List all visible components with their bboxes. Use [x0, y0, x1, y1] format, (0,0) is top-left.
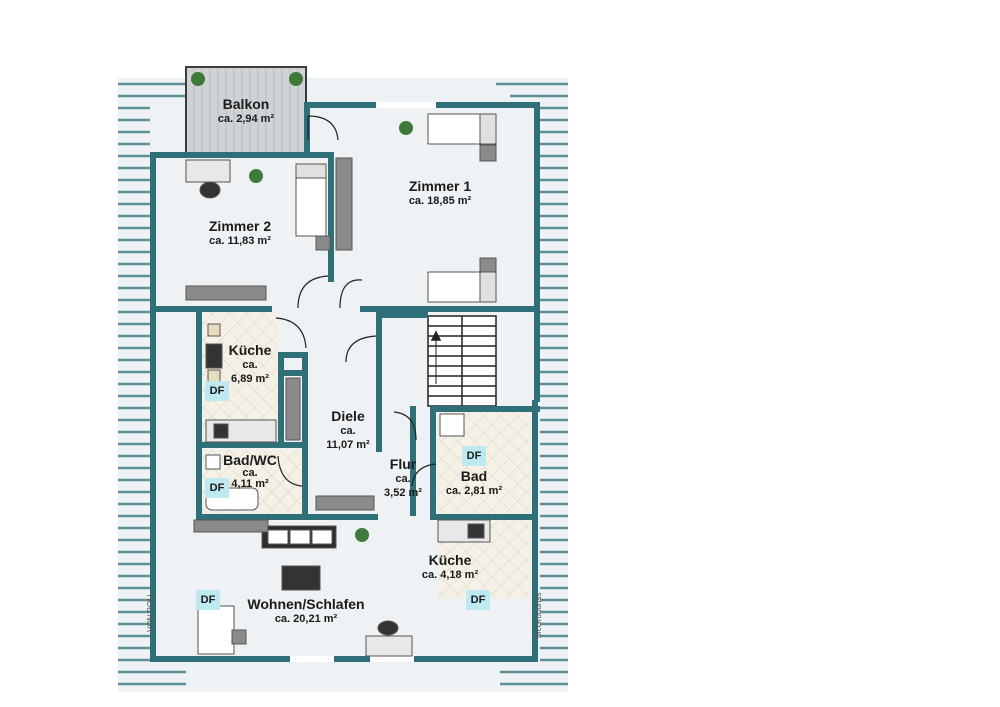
roof-window-marker: DF [462, 446, 486, 466]
balcony-floor [186, 67, 306, 153]
room-area: ca. 20,21 m² [274, 613, 338, 625]
room-area-value: 11,07 m² [326, 439, 370, 451]
room-label-balkon: Balkon ca. 2,94 m² [196, 96, 296, 126]
room-area: ca. 18,85 m² [408, 195, 472, 207]
room-area: ca. 4,18 m² [421, 569, 479, 581]
room-name: Bad [460, 468, 488, 484]
room-label-diele: Diele ca. 11,07 m² [312, 408, 384, 452]
room-name: Zimmer 2 [208, 218, 272, 234]
room-name: Flur [389, 456, 417, 472]
roof-window-marker: DF [205, 381, 229, 401]
room-area-value: 6,89 m² [231, 373, 269, 385]
roof-window-marker: DF [196, 590, 220, 610]
room-area-prefix: ca. [340, 425, 356, 437]
room-label-bad: Bad ca. 2,81 m² [434, 468, 514, 498]
room-name: Bad/WC [223, 452, 277, 468]
room-name: Zimmer 1 [408, 178, 472, 194]
doors [275, 115, 437, 487]
room-label-zimmer2: Zimmer 2 ca. 11,83 m² [180, 218, 300, 248]
room-label-kueche2: Küche ca. 4,18 m² [410, 552, 490, 582]
room-name: Diele [331, 408, 365, 424]
room-area-value: 3,52 m² [384, 487, 422, 499]
room-area: ca. 2,94 m² [217, 113, 275, 125]
room-label-flur: Flur ca. 3,52 m² [374, 456, 432, 500]
room-area-value: 4,11 m² [231, 478, 269, 490]
staircase [427, 315, 497, 407]
room-name: Balkon [222, 96, 270, 112]
room-label-wohnen: Wohnen/Schlafen ca. 20,21 m² [236, 596, 376, 626]
walls [150, 102, 540, 662]
brand-mark-left: VON POLL [146, 591, 155, 632]
room-name: Wohnen/Schlafen [247, 596, 365, 612]
roof-window-marker: DF [466, 590, 490, 610]
roof-window-marker: DF [205, 478, 229, 498]
room-area-prefix: ca. [242, 467, 258, 479]
room-label-badwc: Bad/WC ca. 4,11 m² [216, 452, 284, 490]
room-area: ca. 11,83 m² [209, 235, 271, 247]
room-area: ca. 2,81 m² [445, 485, 503, 497]
room-area-prefix: ca. [395, 473, 411, 485]
room-name: Küche [428, 552, 472, 568]
room-name: Küche [228, 342, 272, 358]
room-label-kueche1: Küche ca. 6,89 m² [220, 342, 280, 386]
room-label-zimmer1: Zimmer 1 ca. 18,85 m² [380, 178, 500, 208]
roof-stripes-top [150, 82, 540, 686]
plants [191, 72, 413, 542]
room-area-prefix: ca. [242, 359, 258, 371]
roof-stripes-right [540, 82, 568, 686]
brand-mark-right: McGrundriss [534, 592, 543, 638]
roof-stripes-left [118, 82, 150, 686]
